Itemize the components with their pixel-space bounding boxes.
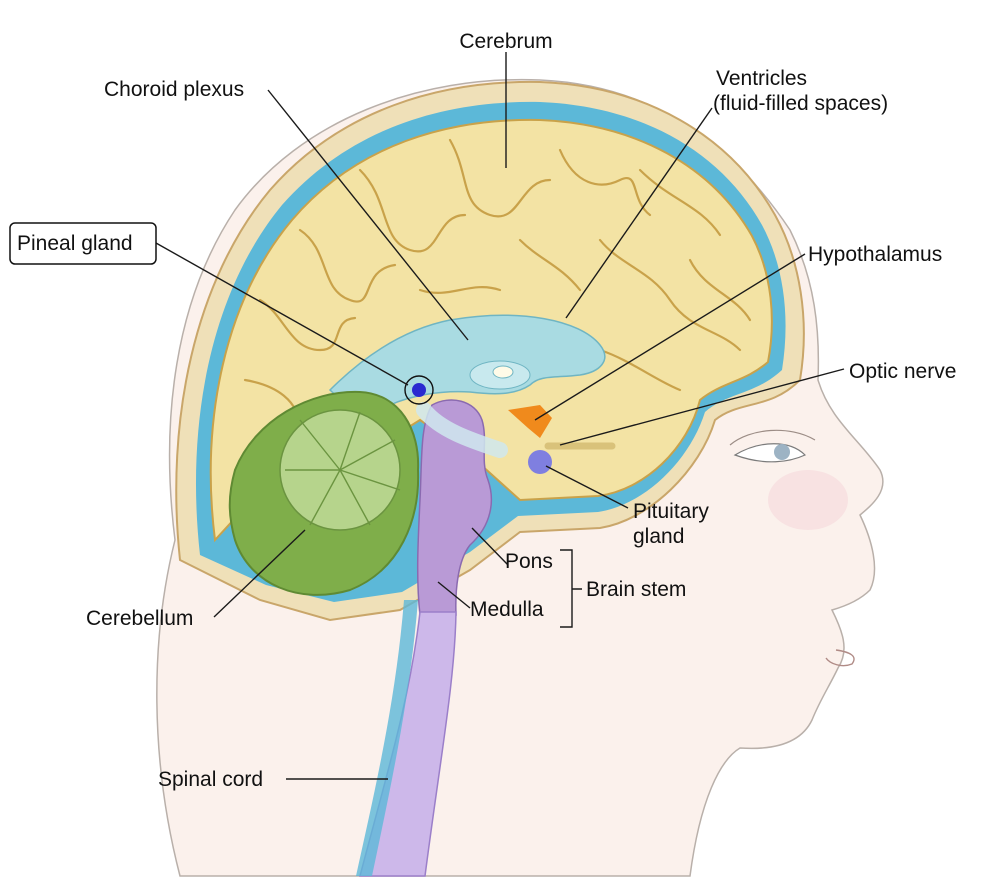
pineal-highlight-ring	[404, 375, 434, 405]
csf-channel	[416, 402, 508, 458]
leader-pituitary	[545, 465, 629, 509]
pituitary-gland	[528, 450, 552, 474]
cerebrum-gyri	[243, 138, 752, 432]
leader-ventricles	[565, 107, 713, 319]
massa-intermedia	[492, 365, 514, 379]
brain-stem	[416, 399, 493, 616]
label-pineal-gland: Pineal gland	[17, 232, 133, 255]
spinal-canal	[356, 600, 418, 876]
label-medulla: Medulla	[470, 598, 544, 621]
cerebellum-folia	[285, 411, 401, 526]
leader-pons	[471, 527, 509, 566]
brain-stem-bracket	[560, 549, 582, 628]
label-pons: Pons	[505, 550, 553, 573]
label-pituitary-sub: gland	[633, 525, 684, 548]
label-cerebrum: Cerebrum	[459, 30, 552, 53]
leader-cerebellum	[213, 529, 306, 618]
label-choroid-plexus: Choroid plexus	[104, 78, 244, 101]
label-pituitary: Pituitary	[633, 500, 709, 523]
ventricles	[328, 314, 606, 409]
pineal-label-box	[9, 222, 157, 265]
label-optic-nerve: Optic nerve	[849, 360, 956, 383]
leader-optic-nerve	[559, 368, 845, 446]
label-spinal-cord: Spinal cord	[158, 768, 263, 791]
label-hypothalamus: Hypothalamus	[808, 243, 942, 266]
pineal-gland	[412, 383, 426, 397]
leader-choroid-plexus	[267, 89, 469, 341]
leader-lines	[155, 52, 845, 780]
label-ventricles-sub: (fluid-filled spaces)	[713, 92, 888, 115]
label-ventricles: Ventricles	[716, 67, 807, 90]
hypothalamus	[508, 405, 552, 438]
leader-medulla	[437, 581, 471, 609]
leader-hypothalamus	[534, 253, 806, 421]
label-brain-stem: Brain stem	[586, 578, 686, 601]
label-cerebellum: Cerebellum	[86, 607, 193, 630]
leader-pineal	[155, 242, 409, 386]
